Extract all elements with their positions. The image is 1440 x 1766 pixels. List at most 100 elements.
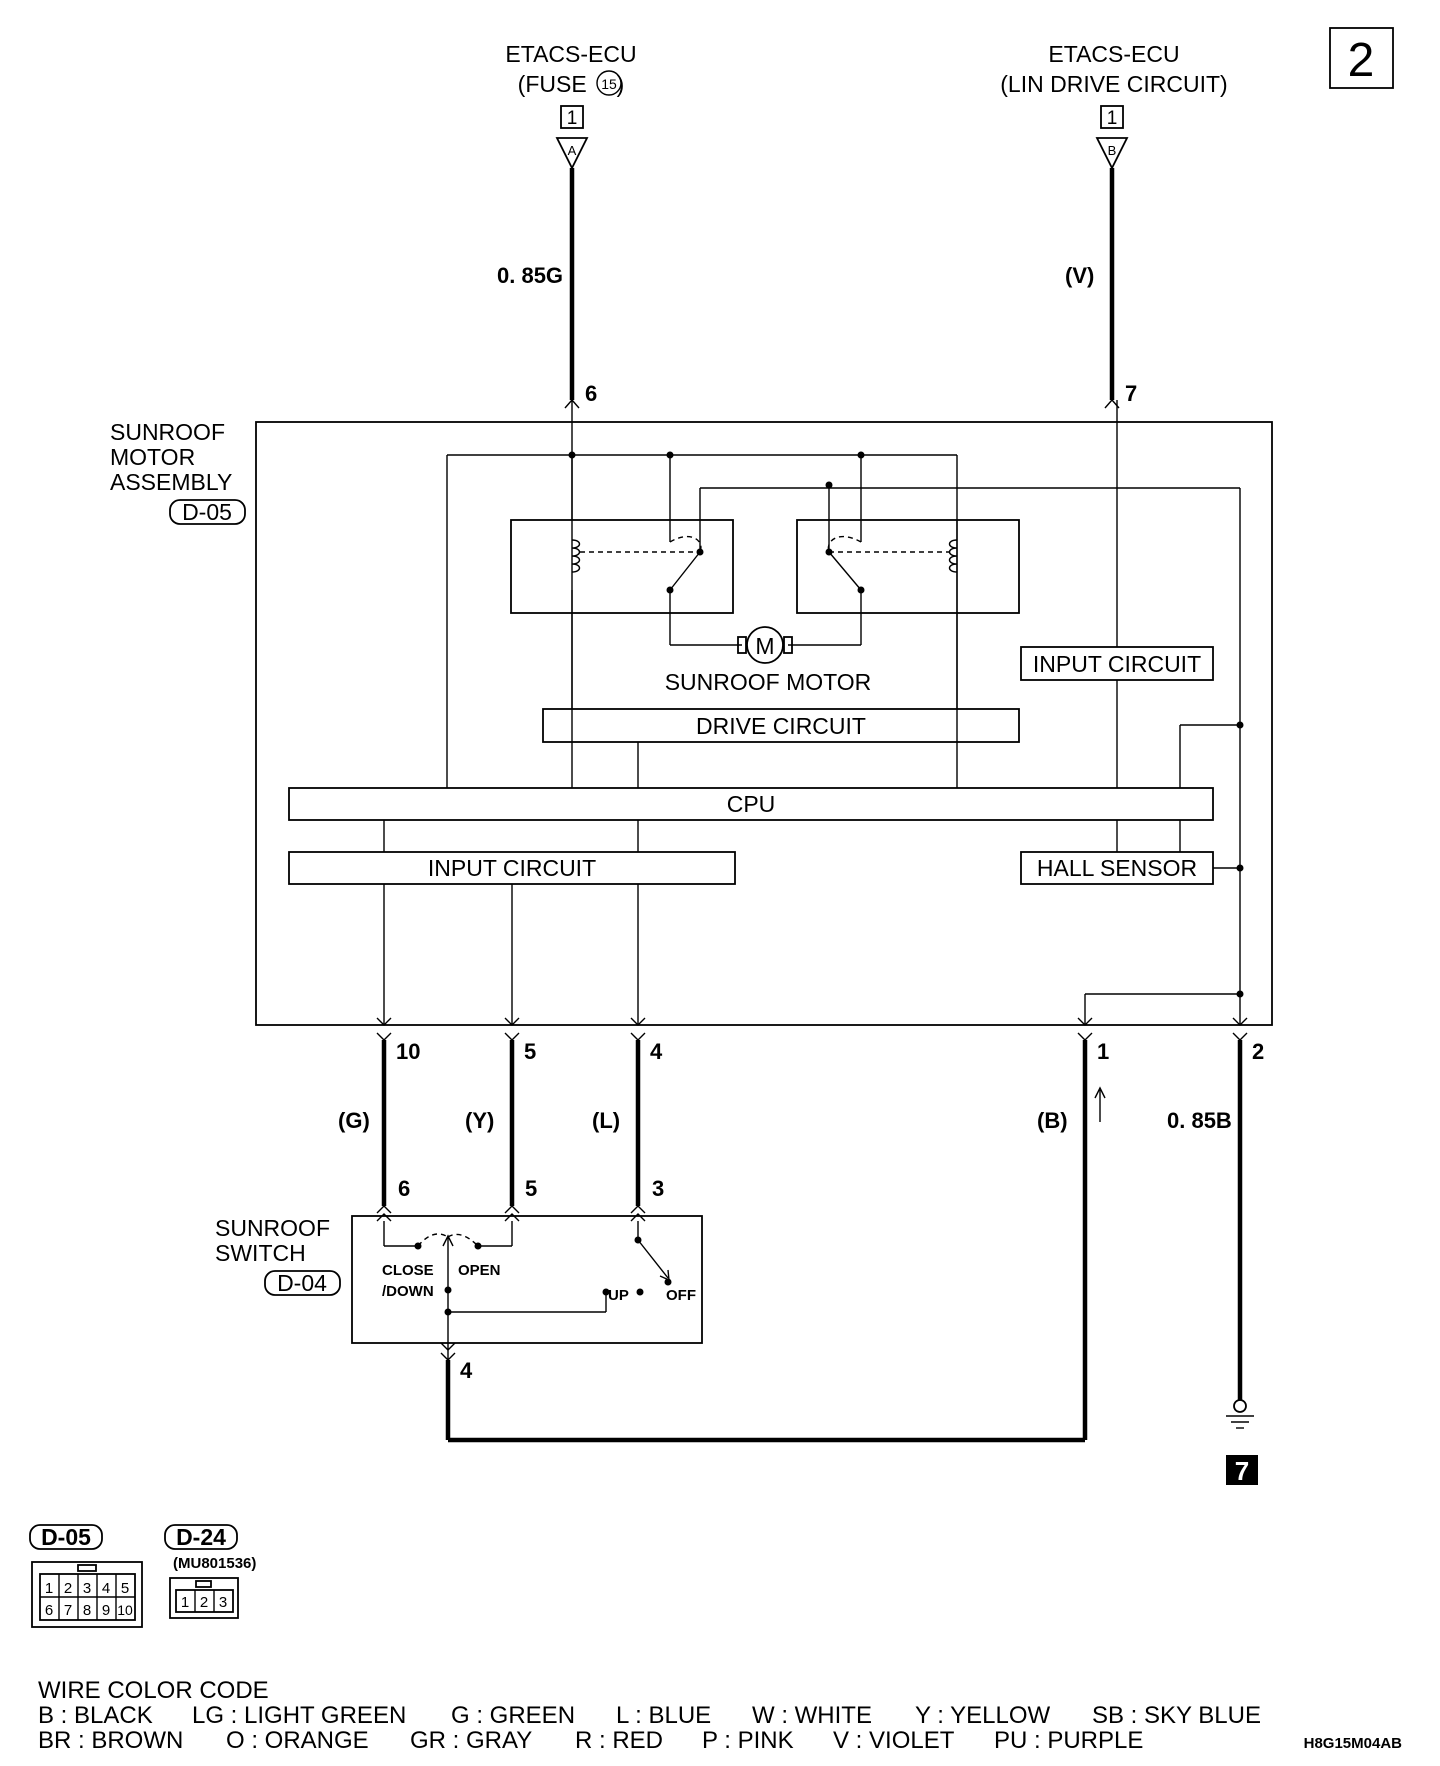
assembly-bottom-pins: 10 5 4 1 2: [376, 1017, 1264, 1064]
pin-switch-5: 5: [525, 1176, 537, 1201]
connector-d05: D-05 1 2 3 4 5 6 7 8 9 10: [29, 1524, 143, 1628]
svg-text:D-24: D-24: [176, 1524, 226, 1550]
svg-text:2: 2: [200, 1594, 208, 1611]
svg-text:1: 1: [45, 1580, 53, 1597]
svg-text:ASSEMBLY: ASSEMBLY: [110, 469, 232, 495]
motor-assembly-box: [255, 421, 1273, 1026]
wire-color-legend: WIRE COLOR CODE B : BLACK LG : LIGHT GRE…: [38, 1677, 1261, 1754]
switch-pos-down: /DOWN: [382, 1283, 434, 1300]
svg-text:V : VIOLET: V : VIOLET: [833, 1727, 955, 1754]
wire-ground-label: 0. 85B: [1167, 1108, 1232, 1133]
svg-text:R : RED: R : RED: [575, 1727, 663, 1754]
pin-switch-3: 3: [652, 1176, 664, 1201]
input-circuit-right: INPUT CIRCUIT: [1033, 651, 1201, 677]
switch-bottom-pin: 4: [440, 1342, 473, 1383]
switch-pos-close: CLOSE: [382, 1262, 434, 1279]
input-circuit-left: INPUT CIRCUIT: [428, 855, 596, 881]
sunroof-switch-contacts: [383, 1221, 672, 1360]
harness-wires: [381, 1040, 1243, 1443]
svg-text:O : ORANGE: O : ORANGE: [226, 1727, 369, 1754]
sunroof-motor-symbol: M: [670, 626, 861, 664]
pin-assembly-1: 1: [1097, 1039, 1109, 1064]
motor-assembly-internal-wiring: [446, 400, 1241, 994]
svg-text:1: 1: [181, 1594, 189, 1611]
pin-assembly-10: 10: [396, 1039, 420, 1064]
drive-circuit: DRIVE CIRCUIT: [696, 713, 866, 739]
sunroof-motor-label: SUNROOF MOTOR: [665, 669, 872, 695]
wire-fuse-label: 0. 85G: [497, 263, 563, 288]
ground-symbol: 7: [1226, 1399, 1258, 1486]
svg-text:3: 3: [83, 1580, 91, 1597]
svg-text:4: 4: [102, 1580, 110, 1597]
svg-text:GR : GRAY: GR : GRAY: [410, 1727, 532, 1754]
wire-up-label: (L): [592, 1108, 620, 1133]
svg-text:SWITCH: SWITCH: [215, 1240, 306, 1266]
source-2-ref: 1: [1107, 108, 1118, 129]
svg-text:W : WHITE: W : WHITE: [752, 1702, 872, 1729]
source-1-ref: 1: [567, 108, 578, 129]
svg-text:PU : PURPLE: PU : PURPLE: [994, 1727, 1143, 1754]
motor-assembly-label: SUNROOF MOTOR ASSEMBLY D-05: [110, 419, 246, 525]
source-2-name: ETACS-ECU: [1048, 41, 1179, 67]
hall-sensor: HALL SENSOR: [1037, 855, 1197, 881]
cpu-block: CPU: [727, 791, 776, 817]
svg-text:10: 10: [117, 1602, 133, 1618]
svg-text:BR : BROWN: BR : BROWN: [38, 1727, 183, 1754]
block-connections: [383, 400, 1244, 1025]
source-1-name: ETACS-ECU: [505, 41, 636, 67]
svg-text:(MU801536): (MU801536): [173, 1555, 256, 1572]
sunroof-switch-label: SUNROOF SWITCH D-04: [215, 1215, 341, 1296]
svg-text:8: 8: [83, 1602, 91, 1619]
pin-assembly-5: 5: [524, 1039, 536, 1064]
svg-text:3: 3: [219, 1594, 227, 1611]
switch-pos-open: OPEN: [458, 1262, 501, 1279]
connector-d24: D-24 (MU801536) 1 2 3: [164, 1524, 256, 1619]
sunroof-switch-box: [351, 1215, 703, 1344]
wire-lin-label: (V): [1065, 263, 1094, 288]
wire-ground-return-label: (B): [1037, 1108, 1068, 1133]
wire-close-label: (G): [338, 1108, 370, 1133]
pin-assembly-4: 4: [650, 1039, 663, 1064]
source-1-conn: A: [568, 143, 577, 158]
svg-text:G : GREEN: G : GREEN: [451, 1702, 575, 1729]
svg-text:Y : YELLOW: Y : YELLOW: [915, 1702, 1051, 1729]
source-2-conn: B: [1108, 143, 1117, 158]
switch-top-pins: 6 5 3: [376, 1176, 664, 1222]
svg-text:SB : SKY BLUE: SB : SKY BLUE: [1092, 1702, 1261, 1729]
fuse-number-symbol: 15: [596, 70, 622, 96]
svg-text:L : BLUE: L : BLUE: [616, 1702, 711, 1729]
pin-assembly-2: 2: [1252, 1039, 1264, 1064]
svg-text:15: 15: [601, 76, 617, 92]
source-2-detail: (LIN DRIVE CIRCUIT): [1000, 71, 1227, 97]
page-number: 2: [1348, 34, 1375, 87]
svg-text:2: 2: [64, 1580, 72, 1597]
svg-text:6: 6: [45, 1602, 53, 1619]
svg-text:5: 5: [121, 1580, 129, 1597]
svg-text:7: 7: [64, 1602, 72, 1619]
relay-left: [510, 519, 734, 645]
switch-pos-off: OFF: [666, 1287, 696, 1304]
drawing-code: H8G15M04AB: [1304, 1735, 1403, 1752]
sunroof-switch-connector: D-04: [277, 1270, 327, 1296]
svg-text:M: M: [755, 633, 774, 659]
pin-switch-6: 6: [398, 1176, 410, 1201]
relay-right: [796, 519, 1020, 645]
wire-open-label: (Y): [465, 1108, 494, 1133]
svg-text:P : PINK: P : PINK: [702, 1727, 794, 1754]
ground-ref: 7: [1235, 1456, 1249, 1486]
svg-text:B : BLACK: B : BLACK: [38, 1702, 153, 1729]
pin-switch-4: 4: [460, 1358, 473, 1383]
svg-text:LG : LIGHT GREEN: LG : LIGHT GREEN: [192, 1702, 406, 1729]
source-etacs-fuse: ETACS-ECU (FUSE) 15 1 A: [505, 41, 637, 171]
page-number-box: 2: [1329, 27, 1394, 89]
svg-text:SUNROOF: SUNROOF: [110, 419, 225, 445]
switch-pos-up: UP: [608, 1287, 629, 1304]
svg-text:SUNROOF: SUNROOF: [215, 1215, 330, 1241]
svg-text:9: 9: [102, 1602, 110, 1619]
svg-text:D-05: D-05: [41, 1524, 91, 1550]
pin-assembly-7: 7: [1125, 381, 1137, 406]
pin-assembly-6: 6: [585, 381, 597, 406]
motor-assembly-connector: D-05: [182, 499, 232, 525]
legend-title: WIRE COLOR CODE: [38, 1677, 269, 1704]
